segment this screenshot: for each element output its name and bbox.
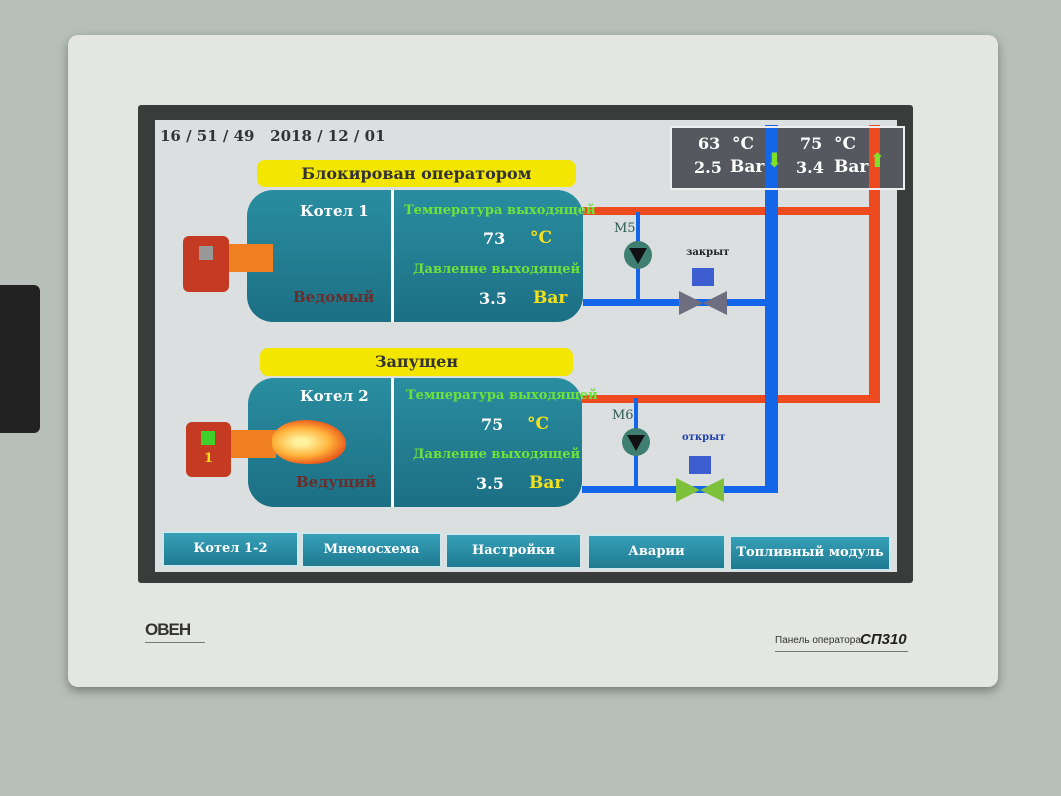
boiler-1-role: Ведомый <box>293 288 375 306</box>
owen-logo: ОВЕН <box>145 620 191 639</box>
valve-1-actuator <box>692 268 714 286</box>
return-pipe-1 <box>583 299 773 306</box>
boiler-2-pressure-label: Давление выходящей <box>413 447 581 462</box>
supply-pipe-1 <box>583 207 878 215</box>
nav-alarms[interactable]: Аварии <box>587 534 726 570</box>
boiler-1-temp-label: Температура выходящей <box>404 203 596 218</box>
pump-m6-icon[interactable] <box>622 428 650 456</box>
valve-1-state: закрыт <box>686 247 730 258</box>
return-pressure-unit: Bar <box>730 157 765 177</box>
boiler-1-temp: 73 <box>483 229 506 248</box>
nav-settings[interactable]: Настройки <box>445 533 582 569</box>
boiler-1-status: Блокирован оператором <box>257 160 576 187</box>
panel-divider <box>391 190 394 322</box>
burner-1-nozzle <box>229 244 273 272</box>
boiler-1-temp-unit: °C <box>530 228 553 248</box>
return-pressure: 2.5 <box>694 158 722 177</box>
burner-2-nozzle <box>231 430 276 458</box>
boiler-1-name: Котел 1 <box>300 202 369 220</box>
model-name: СП310 <box>860 631 907 648</box>
burner-1-icon[interactable] <box>183 236 229 292</box>
pump-m5-label: M5 <box>614 221 636 236</box>
boiler-1-pressure-label: Давление выходящей <box>413 262 581 277</box>
supply-temp: 75 <box>800 134 823 153</box>
nav-boilers[interactable]: Котел 1-2 <box>162 531 299 567</box>
logo-underline <box>145 642 205 643</box>
supply-temp-unit: °C <box>834 134 857 154</box>
datetime: 16 / 51 / 49 2018 / 12 / 01 <box>160 127 386 145</box>
valve-2-body <box>700 478 724 502</box>
pump-m6-label: M6 <box>612 408 634 423</box>
pump-m5-icon[interactable] <box>624 241 652 269</box>
valve-1-icon[interactable] <box>679 291 703 315</box>
supply-main-pipe-top <box>869 128 880 188</box>
nav-mnemonic[interactable]: Мнемосхема <box>301 532 442 568</box>
panel-divider <box>391 378 394 507</box>
arrow-up-icon: ⬆ <box>869 148 886 172</box>
wall-device <box>0 285 40 433</box>
return-main-pipe <box>765 125 778 493</box>
boiler-1-pressure: 3.5 <box>479 289 507 308</box>
valve-1-body <box>703 291 727 315</box>
model-underline <box>775 651 908 652</box>
boiler-2-status: Запущен <box>260 348 573 376</box>
supply-main-pipe <box>869 125 880 403</box>
supply-pressure: 3.4 <box>796 158 824 177</box>
header-readout <box>670 126 905 190</box>
burner-2-number: 1 <box>204 451 214 466</box>
burner-1-indicator <box>199 246 213 260</box>
boiler-2-temp: 75 <box>481 415 504 434</box>
valve-2-actuator <box>689 456 711 474</box>
return-main-pipe-top <box>765 128 778 188</box>
supply-pipe-2 <box>582 395 878 403</box>
return-temp-unit: °C <box>732 134 755 154</box>
model-caption: Панель оператора <box>775 635 861 646</box>
boiler-2-temp-label: Температура выходящей <box>406 388 598 403</box>
supply-pressure-unit: Bar <box>834 157 869 177</box>
valve-2-state: открыт <box>682 432 726 443</box>
boiler-2-pressure-unit: Bar <box>529 473 564 493</box>
return-temp: 63 <box>698 134 721 153</box>
flame-icon <box>272 420 346 464</box>
boiler-2-pressure: 3.5 <box>476 474 504 493</box>
arrow-down-icon: ⬇ <box>766 148 783 172</box>
valve-2-icon[interactable] <box>676 478 700 502</box>
boiler-1-pressure-unit: Bar <box>533 288 568 308</box>
nav-fuel-module[interactable]: Топливный модуль <box>729 535 891 571</box>
boiler-2-role: Ведущий <box>296 473 377 491</box>
boiler-2-temp-unit: °C <box>527 414 550 434</box>
burner-2-indicator <box>201 431 215 445</box>
boiler-2-name: Котел 2 <box>300 387 369 405</box>
boiler-1-panel[interactable] <box>247 190 583 322</box>
